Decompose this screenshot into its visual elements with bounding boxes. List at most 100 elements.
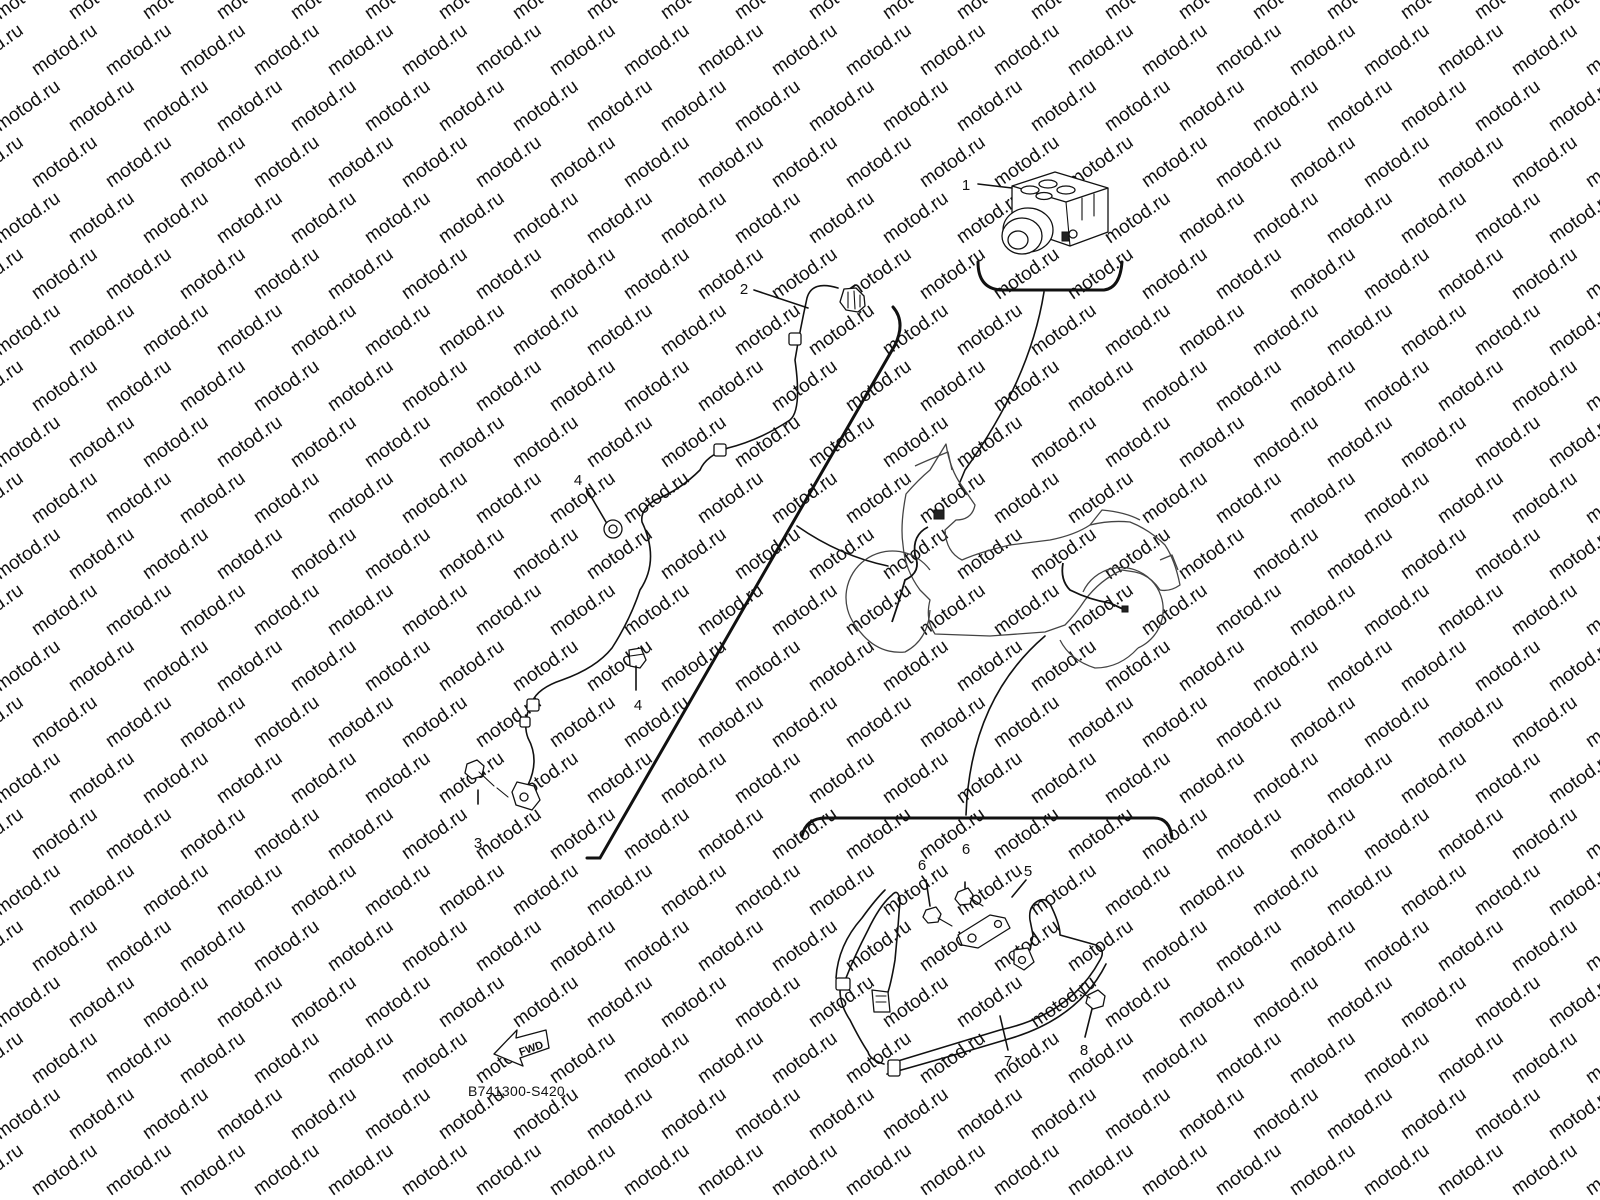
- watermark-text: motod.ru: [731, 748, 804, 808]
- watermark-text: motod.ru: [1101, 1084, 1174, 1144]
- watermark-text: motod.ru: [583, 636, 656, 696]
- watermark-text: motod.ru: [657, 524, 730, 584]
- watermark-text: motod.ru: [1101, 300, 1174, 360]
- watermark-text: motod.ru: [213, 860, 286, 920]
- abs-hydraulic-unit[interactable]: [1001, 171, 1109, 255]
- watermark-text: motod.ru: [879, 0, 952, 24]
- watermark-text: motod.ru: [250, 804, 323, 864]
- watermark-text: motod.ru: [1101, 76, 1174, 136]
- watermark-text: motod.ru: [1545, 188, 1600, 248]
- watermark-text: motod.ru: [546, 356, 619, 416]
- watermark-text: motod.ru: [1212, 1028, 1285, 1088]
- watermark-text: motod.ru: [102, 804, 175, 864]
- watermark-text: motod.ru: [1249, 300, 1322, 360]
- watermark-text: motod.ru: [1175, 748, 1248, 808]
- watermark-text: motod.ru: [250, 580, 323, 640]
- watermark-text: motod.ru: [0, 356, 27, 416]
- watermark-text: motod.ru: [1064, 244, 1137, 304]
- watermark-text: motod.ru: [1360, 20, 1433, 80]
- watermark-text: motod.ru: [0, 20, 27, 80]
- watermark-text: motod.ru: [139, 524, 212, 584]
- watermark-text: motod.ru: [1360, 1140, 1433, 1200]
- watermark-text: motod.ru: [583, 1196, 656, 1200]
- front-sensor-panel-frame: [585, 305, 902, 860]
- watermark-text: motod.ru: [1545, 0, 1600, 24]
- watermark-text: motod.ru: [1471, 0, 1544, 24]
- callout-4: 4: [634, 697, 642, 714]
- watermark-text: motod.ru: [1101, 748, 1174, 808]
- watermark-text: motod.ru: [139, 300, 212, 360]
- watermark-text: motod.ru: [1212, 244, 1285, 304]
- watermark-text: motod.ru: [879, 972, 952, 1032]
- watermark-text: motod.ru: [472, 580, 545, 640]
- watermark-text: motod.ru: [1027, 1196, 1100, 1200]
- watermark-text: motod.ru: [324, 244, 397, 304]
- watermark-text: motod.ru: [1508, 468, 1581, 528]
- watermark-text: motod.ru: [1582, 132, 1600, 192]
- watermark-text: motod.ru: [731, 188, 804, 248]
- watermark-text: motod.ru: [176, 1140, 249, 1200]
- abs-leader-line: [959, 291, 1045, 483]
- watermark-text: motod.ru: [1175, 0, 1248, 24]
- watermark-text: motod.ru: [1286, 356, 1359, 416]
- front-wheel-sensor-assembly[interactable]: [464, 284, 866, 811]
- watermark-text: motod.ru: [472, 1140, 545, 1200]
- watermark-text: motod.ru: [731, 300, 804, 360]
- watermark-text: motod.ru: [1323, 412, 1396, 472]
- rear-sensor-head: [1013, 947, 1035, 971]
- watermark-text: motod.ru: [1286, 1140, 1359, 1200]
- watermark-text: motod.ru: [1064, 916, 1137, 976]
- watermark-text: motod.ru: [990, 1140, 1063, 1200]
- watermark-text: motod.ru: [139, 1196, 212, 1200]
- watermark-text: motod.ru: [0, 188, 64, 248]
- watermark-text: motod.ru: [1138, 580, 1211, 640]
- watermark-text: motod.ru: [768, 692, 841, 752]
- watermark-text: motod.ru: [620, 244, 693, 304]
- watermark-text: motod.ru: [1508, 244, 1581, 304]
- watermark-text: motod.ru: [176, 916, 249, 976]
- watermark-text: motod.ru: [916, 20, 989, 80]
- watermark-text: motod.ru: [1323, 524, 1396, 584]
- watermark-text: motod.ru: [324, 1140, 397, 1200]
- watermark-text: motod.ru: [546, 1028, 619, 1088]
- watermark-text: motod.ru: [583, 188, 656, 248]
- watermark-text: motod.ru: [1397, 1084, 1470, 1144]
- sensor-bolt: [464, 759, 509, 805]
- watermark-text: motod.ru: [1175, 1084, 1248, 1144]
- watermark-text: motod.ru: [1582, 356, 1600, 416]
- watermark-text: motod.ru: [879, 412, 952, 472]
- watermark-text: motod.ru: [546, 20, 619, 80]
- watermark-text: motod.ru: [0, 132, 27, 192]
- watermark-text: motod.ru: [1249, 0, 1322, 24]
- watermark-text: motod.ru: [0, 524, 64, 584]
- watermark-text: motod.ru: [28, 916, 101, 976]
- watermark-text: motod.ru: [65, 972, 138, 1032]
- rear-sensor-panel-frame: [800, 816, 1174, 840]
- watermark-text: motod.ru: [1175, 524, 1248, 584]
- watermark-text: motod.ru: [472, 356, 545, 416]
- watermark-text: motod.ru: [250, 1140, 323, 1200]
- watermark-text: motod.ru: [1397, 748, 1470, 808]
- watermark-text: motod.ru: [509, 860, 582, 920]
- watermark-text: motod.ru: [953, 972, 1026, 1032]
- watermark-text: motod.ru: [287, 76, 360, 136]
- watermark-text: motod.ru: [1582, 804, 1600, 864]
- watermark-text: motod.ru: [1249, 860, 1322, 920]
- watermark-text: motod.ru: [583, 76, 656, 136]
- watermark-text: motod.ru: [916, 468, 989, 528]
- rear-wheel-sensor-assembly[interactable]: [835, 879, 1107, 1077]
- watermark-text: motod.ru: [287, 300, 360, 360]
- watermark-text: motod.ru: [1360, 468, 1433, 528]
- watermark-text: motod.ru: [1471, 76, 1544, 136]
- watermark-text: motod.ru: [0, 76, 64, 136]
- watermark-text: motod.ru: [1138, 916, 1211, 976]
- watermark-text: motod.ru: [990, 804, 1063, 864]
- watermark-text: motod.ru: [435, 300, 508, 360]
- watermark-text: motod.ru: [1545, 76, 1600, 136]
- watermark-text: motod.ru: [0, 1028, 27, 1088]
- watermark-text: motod.ru: [1027, 300, 1100, 360]
- watermark-text: motod.ru: [1434, 692, 1507, 752]
- watermark-text: motod.ru: [1138, 244, 1211, 304]
- watermark-text: motod.ru: [1212, 692, 1285, 752]
